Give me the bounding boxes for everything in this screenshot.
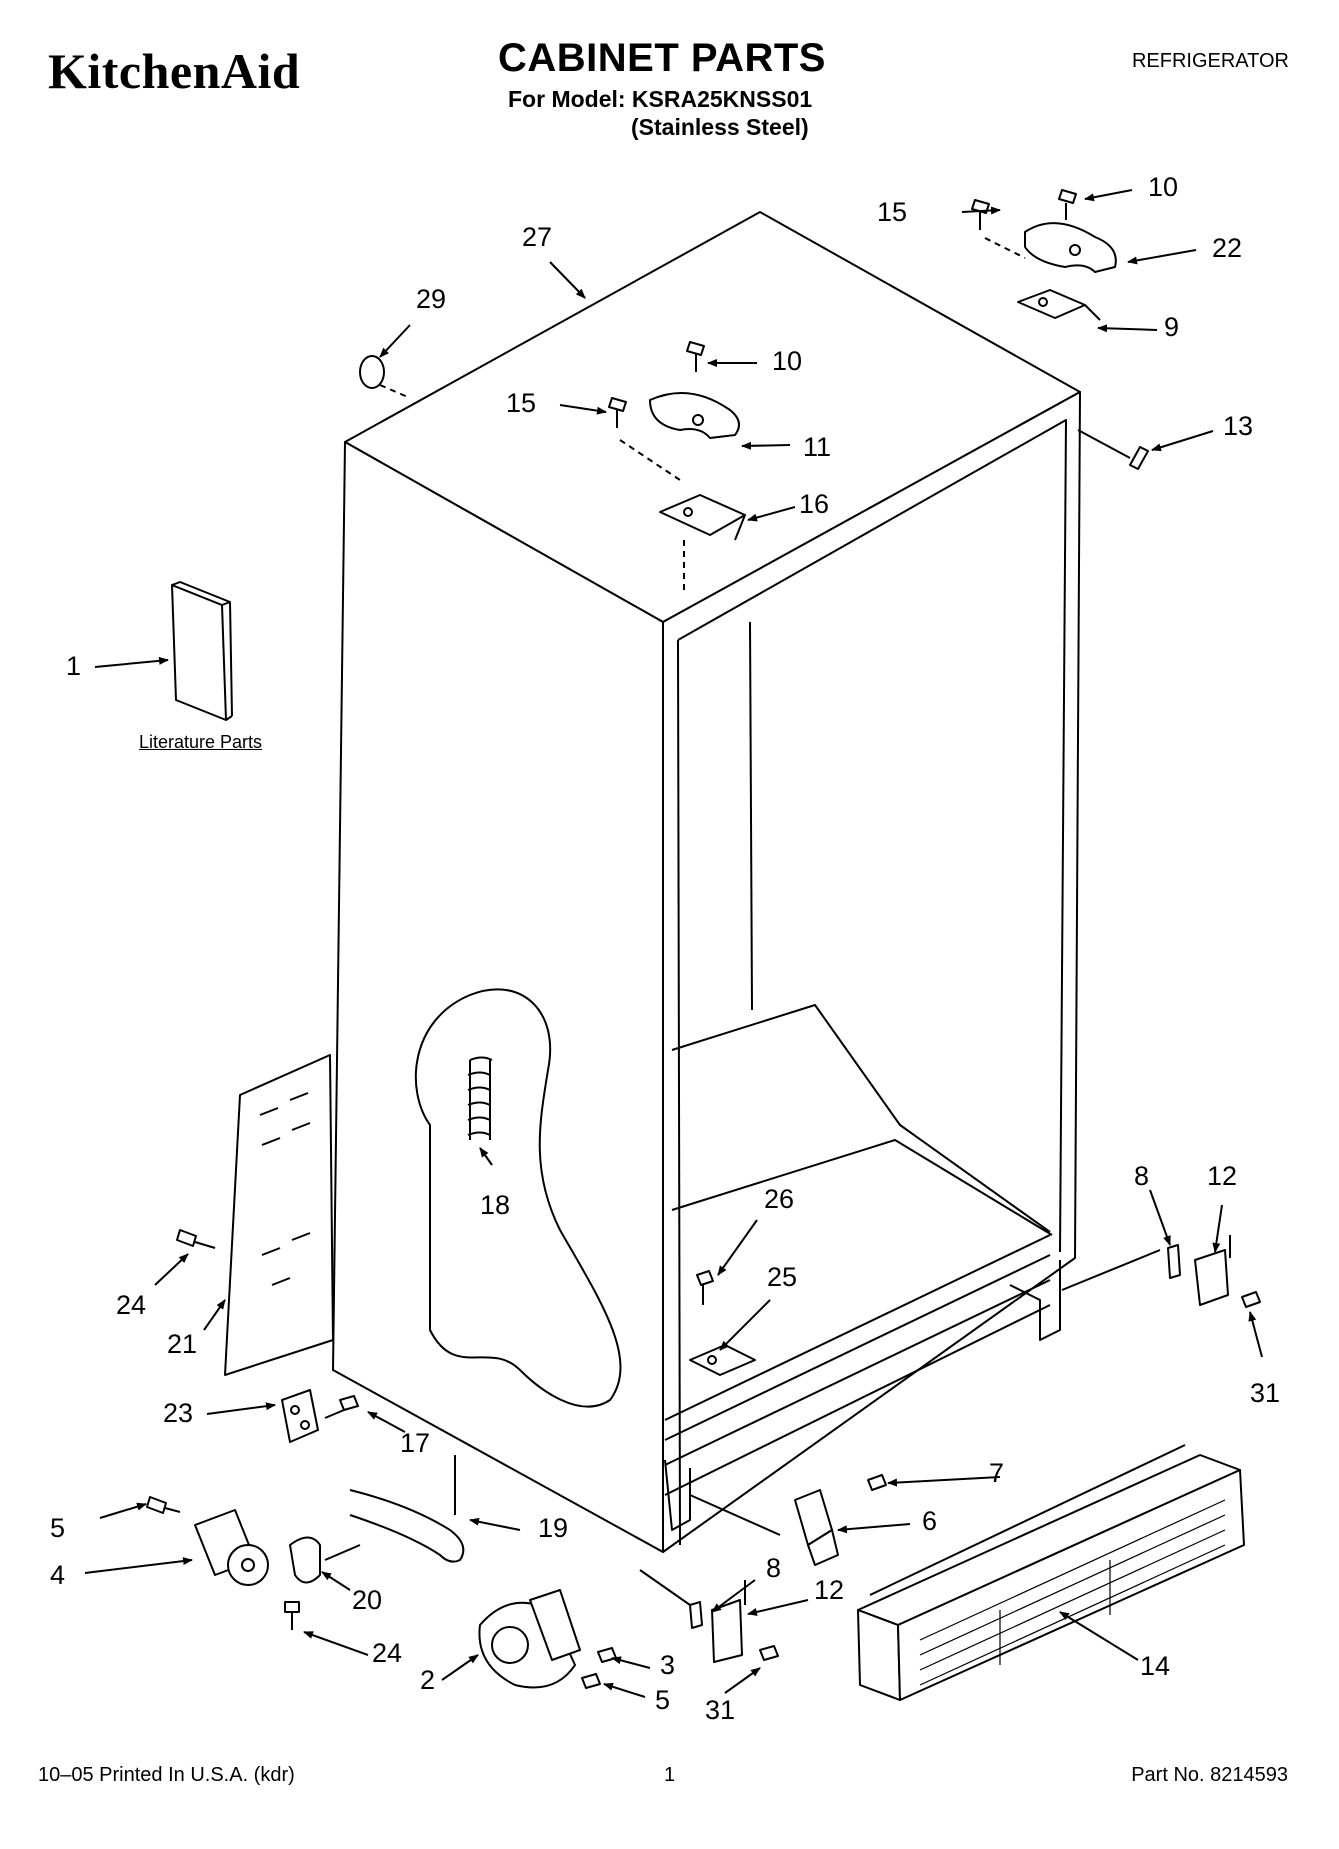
clip-part xyxy=(1129,446,1149,470)
callout-15-center: 15 xyxy=(506,388,537,418)
screw-lower-left xyxy=(284,1601,300,1630)
callout-17: 17 xyxy=(400,1428,431,1458)
callout-leaders xyxy=(84,189,1263,1698)
callout-5-left: 5 xyxy=(50,1513,66,1543)
bottom-center-hinge xyxy=(639,1569,779,1663)
callout-12-right: 12 xyxy=(1207,1161,1238,1191)
callout-21: 21 xyxy=(167,1329,198,1359)
cabinet-body xyxy=(332,211,1161,1553)
callout-12-center: 12 xyxy=(814,1575,845,1605)
callout-3: 3 xyxy=(660,1650,676,1680)
callout-19: 19 xyxy=(538,1513,569,1543)
callout-31-center: 31 xyxy=(705,1695,736,1725)
callout-22: 22 xyxy=(1212,233,1243,263)
callout-5-bottom: 5 xyxy=(655,1685,671,1715)
screws-top-right xyxy=(971,189,1077,259)
roller-assembly xyxy=(146,1496,269,1586)
toe-grille xyxy=(857,1444,1245,1701)
tube-clip xyxy=(289,1536,321,1584)
callout-8-right: 8 xyxy=(1134,1161,1150,1191)
shelf-bracket xyxy=(689,1270,756,1376)
callout-23: 23 xyxy=(163,1398,194,1428)
callout-25: 25 xyxy=(767,1262,798,1292)
page-title: CABINET PARTS xyxy=(498,36,826,80)
drain-tube-coil xyxy=(467,1056,493,1140)
brand-logo: KitchenAid xyxy=(48,43,301,99)
front-roller-assembly xyxy=(478,1589,617,1689)
model-variant: (Stainless Steel) xyxy=(631,114,809,140)
water-tube xyxy=(349,1489,465,1563)
center-bracket xyxy=(689,1474,887,1566)
bottom-right-hinge xyxy=(1167,1235,1261,1308)
callout-18: 18 xyxy=(480,1190,511,1220)
callout-26: 26 xyxy=(764,1184,795,1214)
literature-booklet xyxy=(171,581,233,721)
callout-6: 6 xyxy=(922,1506,938,1536)
callout-9: 9 xyxy=(1164,312,1180,342)
callout-8-center: 8 xyxy=(766,1553,782,1583)
callout-29: 29 xyxy=(416,284,447,314)
appliance-category: REFRIGERATOR xyxy=(1131,50,1289,72)
callout-13: 13 xyxy=(1223,411,1254,441)
callout-1: 1 xyxy=(66,651,82,681)
callout-7: 7 xyxy=(989,1458,1005,1488)
callout-27: 27 xyxy=(522,222,553,252)
cabinet-cutaway xyxy=(414,988,622,1408)
callout-20: 20 xyxy=(352,1585,383,1615)
callout-4: 4 xyxy=(50,1560,66,1590)
callout-2: 2 xyxy=(420,1665,436,1695)
callout-11: 11 xyxy=(803,432,832,462)
screws-top-center xyxy=(608,341,705,590)
left-side-plate xyxy=(224,1054,334,1376)
model-number: For Model: KSRA25KNSS01 xyxy=(508,86,813,112)
plug-leader xyxy=(379,384,411,399)
callout-31-right: 31 xyxy=(1250,1378,1281,1408)
callout-10-center: 10 xyxy=(772,346,803,376)
page-number: 1 xyxy=(664,1764,676,1786)
callout-14: 14 xyxy=(1140,1651,1171,1681)
top-hinge-right xyxy=(1017,222,1117,321)
callout-24-upper: 24 xyxy=(116,1290,147,1320)
plug-button xyxy=(359,355,385,389)
top-hinge-center xyxy=(649,391,746,541)
callout-15-right: 15 xyxy=(877,197,908,227)
print-info: 10–05 Printed In U.S.A. (kdr) xyxy=(38,1764,295,1786)
callout-16: 16 xyxy=(799,489,830,519)
callout-24-lower: 24 xyxy=(372,1638,403,1668)
screw-upper-left xyxy=(176,1229,216,1249)
part-number: Part No. 8214593 xyxy=(1131,1764,1288,1786)
clip-leader xyxy=(1077,429,1131,459)
callout-10-right: 10 xyxy=(1148,172,1179,202)
bracket-lower-left xyxy=(281,1389,359,1443)
literature-parts-label[interactable]: Literature Parts xyxy=(139,732,263,752)
